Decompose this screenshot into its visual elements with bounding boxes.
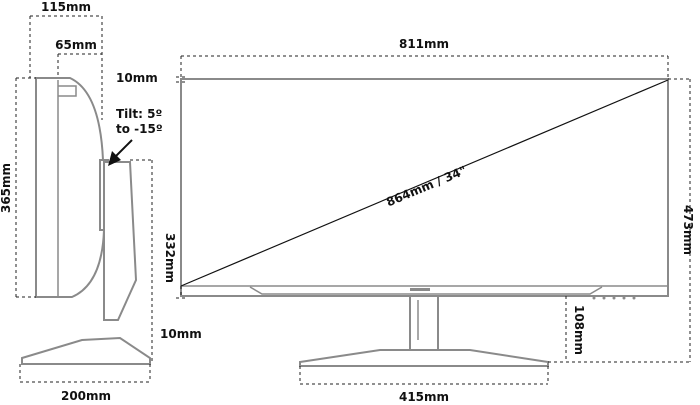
label-side-stand-height: 332mm — [163, 233, 177, 283]
label-front-width: 811mm — [399, 37, 449, 51]
label-top-bezel: 10mm — [116, 71, 158, 85]
front-screen — [180, 78, 669, 297]
front-view: 864mm / 34" 811mm 10mm 10mm 473mm 108mm … — [116, 37, 695, 404]
side-stand-neck — [103, 161, 138, 321]
tilt-arrow-head — [108, 151, 121, 166]
front-diagonal-line — [180, 79, 669, 287]
side-stand-base — [21, 336, 151, 365]
tilt-arrow-line — [113, 139, 133, 159]
label-side-depth-panel: 65mm — [55, 38, 97, 52]
label-tilt-line2: to -15º — [116, 122, 163, 136]
label-front-total-height: 473mm — [681, 205, 695, 255]
label-side-base-width: 200mm — [61, 389, 111, 403]
label-bottom-bezel: 10mm — [160, 327, 202, 341]
label-front-base-width: 415mm — [399, 390, 449, 404]
side-panel-rear-notch — [58, 85, 77, 97]
label-side-depth-total: 115mm — [41, 0, 91, 14]
label-tilt-line1: Tilt: 5º — [116, 107, 162, 121]
front-logo-mark — [410, 288, 430, 291]
front-button-row — [592, 296, 636, 300]
side-view: 115mm 65mm 365mm 332mm 200mm Tilt: 5º to… — [0, 0, 177, 403]
front-stand-base — [299, 349, 549, 367]
front-bottom-bezel-detail — [249, 286, 603, 295]
label-side-height: 365mm — [0, 163, 13, 213]
side-panel-profile — [35, 77, 106, 298]
label-front-stand-height: 108mm — [572, 305, 586, 355]
front-stand-neck — [409, 295, 439, 355]
